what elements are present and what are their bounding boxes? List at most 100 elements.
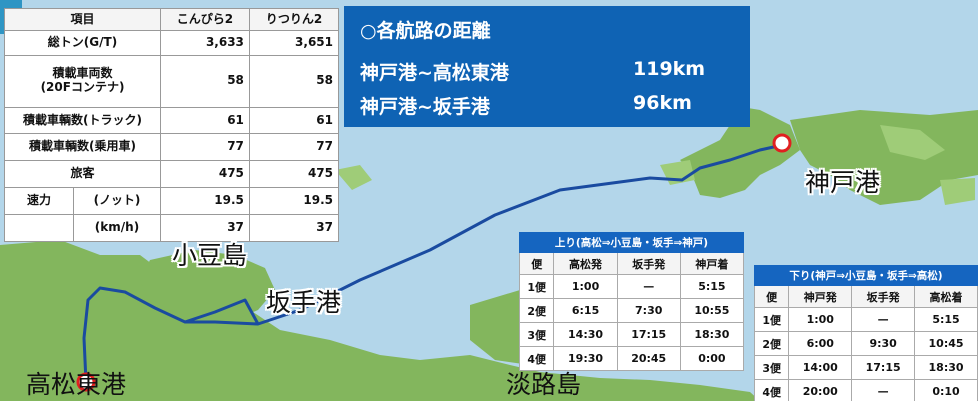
timetable-row: 1便 1:00 — 5:15 <box>518 274 745 299</box>
timetable-row: 4便 20:00 — 0:10 <box>753 379 978 401</box>
timetable-cell: 20:45 <box>616 346 681 371</box>
distance-route-name: 神戸港~高松東港 <box>360 62 509 84</box>
spec-label: 旅客 <box>4 160 161 189</box>
timetable-row: 1便 1:00 — 5:15 <box>753 307 978 332</box>
kobe-port-marker <box>772 133 792 153</box>
timetable-header: 高松着 <box>914 285 978 308</box>
timetable-cell: 2便 <box>753 331 790 356</box>
spec-row-speed: 速力 (ノット) 19.5 19.5 <box>4 187 340 216</box>
label-kobe-port: 神戸港 <box>805 168 881 197</box>
spec-header-row: 項目 こんぴら2 りつりん2 <box>4 7 340 32</box>
timetable-cell: — <box>616 274 681 299</box>
land-shodoshima <box>140 250 275 325</box>
spec-value: 61 <box>248 106 340 135</box>
spec-row: 積載車両数 (20Fコンテナ) 58 58 <box>4 55 340 108</box>
timetable-row: 2便 6:00 9:30 10:45 <box>753 331 978 356</box>
timetable-cell: 3便 <box>753 355 790 380</box>
label-awaji-island: 淡路島 <box>506 370 582 399</box>
spec-label: 積載車輌数(乗用車) <box>4 133 161 162</box>
land-honshu <box>680 100 800 198</box>
timetable-row: 4便 19:30 20:45 0:00 <box>518 346 745 371</box>
distance-route-name: 神戸港~坂手港 <box>360 96 490 118</box>
timetable-cell: 4便 <box>518 346 555 371</box>
spec-value: 3,651 <box>248 30 340 57</box>
spec-label: 総トン(G/T) <box>4 30 161 57</box>
timetable-cell: 5:15 <box>679 274 745 299</box>
land-honshu-east <box>790 110 978 205</box>
spec-header-ritsurin2: りつりん2 <box>248 7 340 32</box>
timetable-cell: 17:15 <box>616 322 681 347</box>
timetable-cell: 4便 <box>753 379 790 401</box>
timetable-down: 下り(神戸⇒小豆島・坂手⇒高松) 便 神戸発 坂手発 高松着 1便 1:00 —… <box>753 265 978 401</box>
ship-spec-table: 項目 こんぴら2 りつりん2 総トン(G/T) 3,633 3,651 積載車両… <box>4 7 340 242</box>
timetable-row: 2便 6:15 7:30 10:55 <box>518 298 745 323</box>
label-sakate-port: 坂手港 <box>266 288 342 317</box>
timetable-header: 高松発 <box>553 252 618 275</box>
spec-row: 総トン(G/T) 3,633 3,651 <box>4 30 340 57</box>
spec-value: 475 <box>160 160 250 189</box>
spec-value: 19.5 <box>248 187 340 216</box>
spec-value: 37 <box>160 214 250 242</box>
spec-value: 3,633 <box>160 30 250 57</box>
spec-header-item: 項目 <box>4 7 161 32</box>
ferry-route-line <box>82 144 779 383</box>
spec-value: 19.5 <box>160 187 250 216</box>
spec-value: 77 <box>248 133 340 162</box>
timetable-cell: 14:30 <box>553 322 618 347</box>
timetable-cell: 5:15 <box>914 307 978 332</box>
timetable-up-header-row: 便 高松発 坂手発 神戸着 <box>518 252 745 275</box>
timetable-down-header-row: 便 神戸発 坂手発 高松着 <box>753 285 978 308</box>
spec-row: 旅客 475 475 <box>4 160 340 189</box>
timetable-header: 便 <box>753 285 790 308</box>
timetable-header: 神戸着 <box>679 252 745 275</box>
timetable-cell: 1便 <box>518 274 555 299</box>
spec-value: 77 <box>160 133 250 162</box>
timetable-cell: 18:30 <box>914 355 978 380</box>
timetable-cell: 0:00 <box>679 346 745 371</box>
timetable-cell: 17:15 <box>851 355 916 380</box>
spec-speed-unit: (ノット) <box>93 193 141 208</box>
timetable-cell: 10:45 <box>914 331 978 356</box>
spec-row: 積載車輌数(トラック) 61 61 <box>4 106 340 135</box>
timetable-up: 上り(高松⇒小豆島・坂手⇒神戸) 便 高松発 坂手発 神戸着 1便 1:00 —… <box>518 232 745 371</box>
distance-route-value: 96km <box>633 92 692 114</box>
timetable-down-caption: 下り(神戸⇒小豆島・坂手⇒高松) <box>754 265 978 286</box>
timetable-cell: 20:00 <box>788 379 853 401</box>
timetable-cell: — <box>851 379 916 401</box>
label-shodoshima: 小豆島 <box>172 241 248 270</box>
spec-value: 37 <box>248 214 340 242</box>
timetable-cell: 1:00 <box>553 274 618 299</box>
timetable-cell: 9:30 <box>851 331 916 356</box>
timetable-header: 坂手発 <box>616 252 681 275</box>
timetable-header: 神戸発 <box>788 285 853 308</box>
spec-speed-unit: (km/h) <box>94 220 140 235</box>
spec-speed-cell: 速力 (ノット) <box>4 187 161 216</box>
timetable-cell: 6:00 <box>788 331 853 356</box>
distance-route-value: 119km <box>633 58 706 80</box>
spec-speed-label: 速力 <box>5 188 74 215</box>
timetable-cell: 1便 <box>753 307 790 332</box>
timetable-cell: 1:00 <box>788 307 853 332</box>
timetable-cell: 3便 <box>518 322 555 347</box>
timetable-cell: 2便 <box>518 298 555 323</box>
spec-row-speed: (km/h) 37 37 <box>4 214 340 242</box>
ferry-route-branch <box>185 320 259 326</box>
timetable-cell: 0:10 <box>914 379 978 401</box>
spec-value: 475 <box>248 160 340 189</box>
spec-header-konpira2: こんぴら2 <box>160 7 250 32</box>
spec-value: 61 <box>160 106 250 135</box>
timetable-cell: — <box>851 307 916 332</box>
timetable-cell: 10:55 <box>679 298 745 323</box>
spec-speed-cell: (km/h) <box>4 214 161 242</box>
spec-speed-label-spacer <box>5 215 74 241</box>
timetable-row: 3便 14:30 17:15 18:30 <box>518 322 745 347</box>
timetable-row: 3便 14:00 17:15 18:30 <box>753 355 978 380</box>
timetable-cell: 7:30 <box>616 298 681 323</box>
timetable-cell: 18:30 <box>679 322 745 347</box>
route-distance-box: ○各航路の距離 神戸港~高松東港 119km 神戸港~坂手港 96km <box>344 6 750 127</box>
timetable-up-caption: 上り(高松⇒小豆島・坂手⇒神戸) <box>519 232 744 253</box>
spec-label: 積載車両数 (20Fコンテナ) <box>4 55 161 108</box>
land-kobe-islands <box>880 125 975 205</box>
timetable-cell: 6:15 <box>553 298 618 323</box>
